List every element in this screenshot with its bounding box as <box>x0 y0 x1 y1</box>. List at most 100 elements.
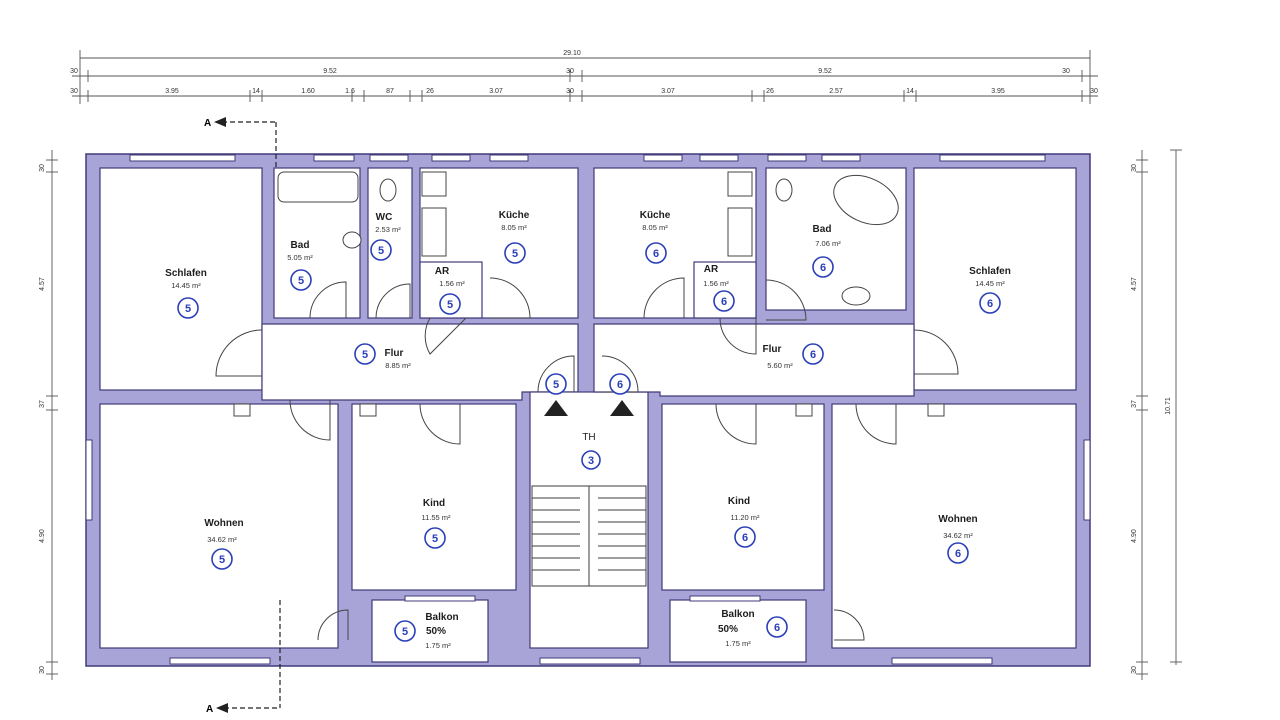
room-flur-right <box>593 323 915 397</box>
room-name-0: Schlafen <box>165 268 207 279</box>
svg-text:5: 5 <box>447 299 453 311</box>
dim-right-2: 37 <box>1131 400 1138 408</box>
room-area-7: 11.55 m² <box>421 513 451 522</box>
unit-badge-15: 6 <box>947 542 969 564</box>
chimney-icon-2 <box>359 403 377 417</box>
dim-left-0: 30 <box>39 164 46 172</box>
room-name-1: Bad <box>291 240 310 251</box>
room-name-11: Bad <box>813 224 832 235</box>
chimney-icon-3 <box>795 403 813 417</box>
room-name-15: Wohnen <box>938 514 977 525</box>
room-area-0: 14.45 m² <box>171 281 201 290</box>
svg-text:6: 6 <box>742 532 748 544</box>
room-name-6: Wohnen <box>204 518 243 529</box>
room-name-3: Küche <box>499 210 530 221</box>
room-area-9: 8.05 m² <box>642 223 668 232</box>
dim-row2-1: 9.52 <box>323 68 337 75</box>
stair-badge: 3 <box>581 450 601 470</box>
dim-row3-3: 1.60 <box>301 88 315 95</box>
room-name-2: WC <box>376 212 393 223</box>
entry-arrow-icon-left <box>544 400 568 416</box>
kitchen-counter-icon <box>421 207 447 257</box>
room-area-4: 1.56 m² <box>439 279 465 288</box>
dim-row3-14: 30 <box>1090 88 1098 95</box>
entry-badge-right: 6 <box>609 373 631 395</box>
room-kind-right <box>661 403 825 591</box>
section-arrow-icon-top <box>214 117 226 127</box>
section-arrow-icon-bottom <box>216 703 228 713</box>
dim-row3-12: 14 <box>906 88 914 95</box>
unit-badge-11: 6 <box>812 256 834 278</box>
stove-icon <box>421 171 447 197</box>
entry-badge-left: 5 <box>545 373 567 395</box>
dim-row2-3: 9.52 <box>818 68 832 75</box>
dim-right-3: 4.90 <box>1131 529 1138 543</box>
dim-row2-0: 30 <box>70 68 78 75</box>
toilet-icon-right <box>775 178 793 202</box>
room-pct-8: 50% <box>426 626 446 637</box>
svg-text:6: 6 <box>820 262 826 274</box>
room-labels: Schlafen 14.45 m² 5 Bad 5.05 m² 5 WC 2.5… <box>165 210 1011 650</box>
room-interiors <box>99 167 1077 663</box>
room-area-13: 5.60 m² <box>767 361 793 370</box>
svg-text:5: 5 <box>402 626 408 638</box>
svg-text:6: 6 <box>987 298 993 310</box>
room-name-8: Balkon <box>425 612 458 623</box>
dim-left-1: 4.57 <box>39 277 46 291</box>
room-name-7: Kind <box>423 498 445 509</box>
section-markers: A A <box>204 117 281 715</box>
svg-text:6: 6 <box>774 622 780 634</box>
top-dimensions: 29.10 30 9.52 30 9.52 30 30 3.95 14 1.60… <box>70 50 1098 104</box>
door-swings <box>215 277 959 641</box>
room-area-16: 1.75 m² <box>725 639 751 648</box>
chimney-icon-4 <box>927 403 945 417</box>
entry-arrow-icon-right <box>610 400 634 416</box>
unit-badge-5: 5 <box>354 343 376 365</box>
unit-badge-1: 5 <box>290 269 312 291</box>
dim-row3-6: 26 <box>426 88 434 95</box>
dim-row2-2: 30 <box>566 68 574 75</box>
dim-row3-4: 1.6 <box>345 88 355 95</box>
dim-row3-13: 3.95 <box>991 88 1005 95</box>
room-name-5: Flur <box>385 348 404 359</box>
dim-row3-11: 2.57 <box>829 88 843 95</box>
svg-text:5: 5 <box>512 248 518 260</box>
room-area-15: 34.62 m² <box>943 531 973 540</box>
unit-badge-8: 5 <box>394 620 416 642</box>
room-area-5: 8.85 m² <box>385 361 411 370</box>
unit-badge-14: 6 <box>734 526 756 548</box>
room-schlafen-left <box>99 167 263 391</box>
dim-row3-2: 14 <box>252 88 260 95</box>
dim-right-1: 4.57 <box>1131 277 1138 291</box>
svg-text:5: 5 <box>219 554 225 566</box>
room-area-1: 5.05 m² <box>287 253 313 262</box>
sink-icon-right <box>841 286 871 306</box>
stair-label: TH <box>582 432 595 443</box>
dim-right-4: 30 <box>1131 666 1138 674</box>
stove-icon-right <box>727 171 753 197</box>
corner-bathtub-icon <box>833 174 899 226</box>
room-name-12: Schlafen <box>969 266 1011 277</box>
unit-badge-3: 5 <box>504 242 526 264</box>
room-name-10: AR <box>704 264 719 275</box>
room-name-4: AR <box>435 266 450 277</box>
unit-badge-4: 5 <box>439 293 461 315</box>
room-area-8: 1.75 m² <box>425 641 451 650</box>
room-area-12: 14.45 m² <box>975 279 1005 288</box>
room-area-2: 2.53 m² <box>375 225 401 234</box>
dim-left-2: 37 <box>39 400 46 408</box>
dim-total: 29.10 <box>563 50 581 57</box>
bathtub-icon <box>277 171 359 203</box>
stair-number: 3 <box>588 455 594 467</box>
windows <box>85 154 1091 665</box>
room-pct-16: 50% <box>718 624 738 635</box>
sink-icon <box>342 231 362 249</box>
dim-row3-8: 30 <box>566 88 574 95</box>
entry-number-left: 5 <box>553 379 559 391</box>
unit-badge-12: 6 <box>979 292 1001 314</box>
room-name-16: Balkon <box>721 609 754 620</box>
toilet-icon <box>379 178 397 202</box>
room-name-13: Flur <box>763 344 782 355</box>
svg-text:6: 6 <box>955 548 961 560</box>
